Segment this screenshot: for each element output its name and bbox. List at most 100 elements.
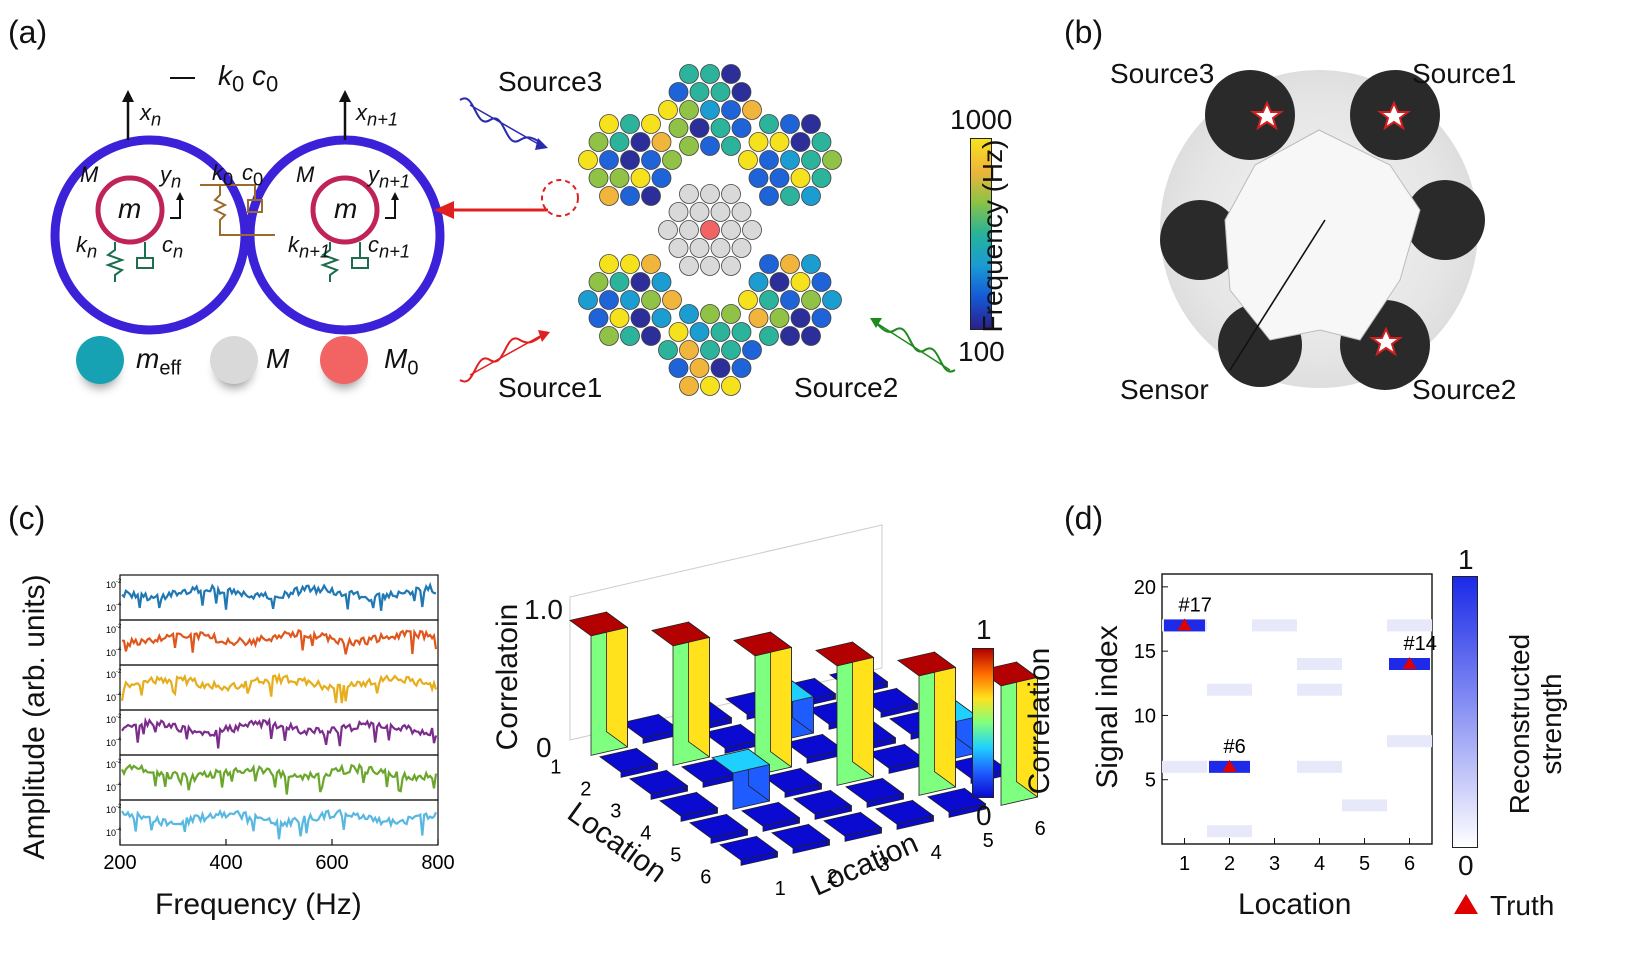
M-right-label: M (296, 162, 315, 187)
array-cell (759, 150, 779, 170)
array-cell (620, 186, 640, 206)
xtick-label: 200 (103, 852, 136, 874)
bar3d-xtick: 2 (580, 778, 591, 800)
array-cell (578, 150, 598, 170)
M-left-label: M (80, 162, 99, 187)
array-cell (651, 132, 672, 152)
array-cell (721, 136, 741, 156)
array-cell (599, 326, 619, 346)
array-cell (721, 256, 741, 276)
array-cell (689, 82, 710, 102)
truth-marker (1222, 759, 1237, 772)
array-cell (630, 272, 651, 292)
xtick-label: 400 (209, 852, 242, 874)
array-cell (620, 150, 640, 170)
xtick-label: 6 (1404, 853, 1415, 875)
array-cell (811, 168, 832, 188)
m-right-label: m (334, 193, 358, 224)
M-symbol (210, 336, 258, 384)
array-cell (748, 308, 769, 328)
array-cell (759, 254, 779, 274)
correlation-bar (755, 680, 815, 742)
correlation-bar (875, 799, 935, 830)
ytick-lo-exp: -4 (116, 737, 122, 743)
array-cell (700, 256, 720, 276)
panel-label-c: (c) (8, 500, 46, 536)
ytick-lo-exp: -4 (116, 602, 122, 608)
array-cell (641, 150, 661, 170)
array-cell (811, 132, 832, 152)
panel-label-a: (a) (8, 14, 48, 50)
array-cell (759, 290, 779, 310)
array-cell (641, 114, 661, 134)
array-cell (588, 272, 609, 292)
d-xlabel: Location (1238, 888, 1352, 921)
array-cell (742, 220, 762, 240)
bar3d-ytick: 2 (827, 866, 838, 888)
spectrum-line (121, 762, 438, 795)
array-cell (662, 290, 682, 310)
array-cell (780, 150, 800, 170)
bar3d-xtick: 3 (610, 800, 621, 822)
heatmap-cell-faint (1342, 799, 1387, 812)
ytick-hi: 10 (106, 760, 116, 770)
array-cell (668, 322, 689, 342)
bar3d-zmin: 0 (536, 732, 552, 763)
array-cell (710, 322, 731, 342)
bar3d-ytick: 1 (775, 878, 786, 900)
heatmap-cell-faint (1162, 760, 1207, 773)
source2-label-a: Source2 (794, 372, 899, 403)
array-cell (679, 184, 699, 204)
correlation-bar (793, 789, 853, 820)
metamaterial-array (541, 64, 842, 396)
spectrum-line (121, 716, 438, 749)
spectrum-line (121, 581, 437, 611)
array-cell (710, 118, 731, 138)
array-cell (689, 118, 710, 138)
strength-colorbar-label: Reconstructed strength (1504, 604, 1568, 844)
heatmap-cell-faint (1297, 658, 1342, 670)
array-cell (630, 132, 651, 152)
heatmap-cell-faint (1297, 760, 1342, 773)
yn-label: yn (160, 162, 182, 192)
correlation-bar (845, 777, 905, 808)
bar3d-zlabel: Correlatoin (491, 603, 524, 751)
kn-label: kn (76, 232, 98, 262)
spectrum-frame (119, 664, 439, 711)
cn-label: cn (162, 232, 184, 262)
ytick-hi-exp: -2 (116, 804, 122, 810)
array-cell (609, 272, 630, 292)
array-cell (721, 100, 741, 120)
array-cell (588, 168, 609, 188)
xtick-label: 600 (315, 852, 348, 874)
ytick-lo-exp: -4 (116, 827, 122, 833)
array-cell (769, 308, 790, 328)
correlation-bar (763, 767, 823, 798)
truth-marker-legend (1454, 894, 1478, 914)
array-cell (679, 100, 699, 120)
array-cell (620, 326, 640, 346)
spectrum-line (121, 628, 438, 655)
array-cell (780, 114, 800, 134)
array-cell (668, 358, 689, 378)
ytick-hi: 10 (106, 805, 116, 815)
array-cell (748, 272, 769, 292)
ytick-label: 5 (1145, 770, 1156, 792)
array-cell (790, 168, 811, 188)
array-cell (689, 238, 710, 258)
array-cell (599, 254, 619, 274)
ytick-lo: 10 (106, 828, 116, 838)
correlation-bar (711, 748, 771, 810)
array-cell (710, 82, 731, 102)
xn-label: xn (140, 100, 162, 130)
array-cell (599, 114, 619, 134)
ytick-lo-exp: -4 (116, 782, 122, 788)
array-cell (731, 202, 752, 222)
ytick-hi: 10 (106, 625, 116, 635)
ytick-lo: 10 (106, 693, 116, 703)
correlation-bar (659, 791, 719, 822)
colorbar-max-a: 1000 (950, 104, 1013, 135)
bar3d-xtick: 6 (700, 866, 711, 888)
array-cell (731, 238, 752, 258)
array-cell (620, 114, 640, 134)
